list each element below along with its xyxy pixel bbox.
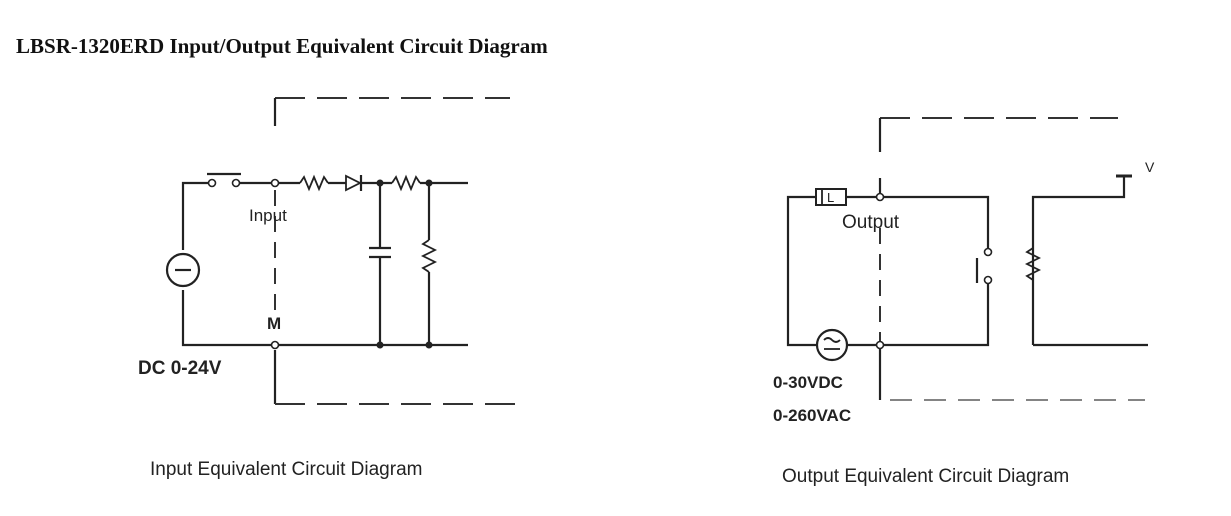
output-source-label-ac: 0-260VAC <box>773 406 851 425</box>
input-source-wire-bottom <box>181 290 272 347</box>
page-title: LBSR-1320ERD Input/Output Equivalent Cir… <box>16 34 548 58</box>
input-node-3 <box>376 341 384 349</box>
shunt-resistor <box>420 239 438 273</box>
output-terminal-bottom <box>875 340 885 350</box>
input-resistor-1 <box>299 174 329 192</box>
output-terminal-top <box>875 192 885 202</box>
input-switch-contact-right <box>231 178 241 188</box>
output-loop-left <box>786 195 817 347</box>
input-terminal <box>270 178 280 188</box>
input-source-wire <box>181 181 210 250</box>
supply-label: V <box>1145 159 1155 175</box>
contact-point-top <box>983 247 993 257</box>
input-source-label: DC 0-24V <box>138 358 222 379</box>
load-label: L <box>827 190 834 205</box>
m-terminal <box>270 340 280 350</box>
input-switch-contact-left <box>207 178 217 188</box>
input-circuit: Input M DC 0-24V Input Equivalent Circui… <box>138 97 515 480</box>
m-terminal-label: M <box>267 314 281 333</box>
input-terminal-label: Input <box>249 206 287 225</box>
contact-wire-bottom <box>884 284 990 347</box>
output-source-label-dc: 0-30VDC <box>773 373 843 392</box>
output-circuit: L Output V 0-30VDC 0-260VAC Output Equiv… <box>773 117 1155 487</box>
ac-dc-source-wave <box>823 337 841 343</box>
input-node-4 <box>425 341 433 349</box>
input-diagram-caption: Input Equivalent Circuit Diagram <box>150 459 422 480</box>
ac-dc-source-symbol <box>815 328 849 362</box>
supply-rail <box>1031 176 1126 345</box>
input-resistor-2 <box>391 174 421 192</box>
contact-point-bottom <box>983 275 993 285</box>
input-diode <box>345 174 363 192</box>
driver-resistor <box>1024 247 1042 281</box>
contact-wire <box>884 195 990 248</box>
output-terminal-label: Output <box>842 212 900 233</box>
output-diagram-caption: Output Equivalent Circuit Diagram <box>782 466 1069 487</box>
